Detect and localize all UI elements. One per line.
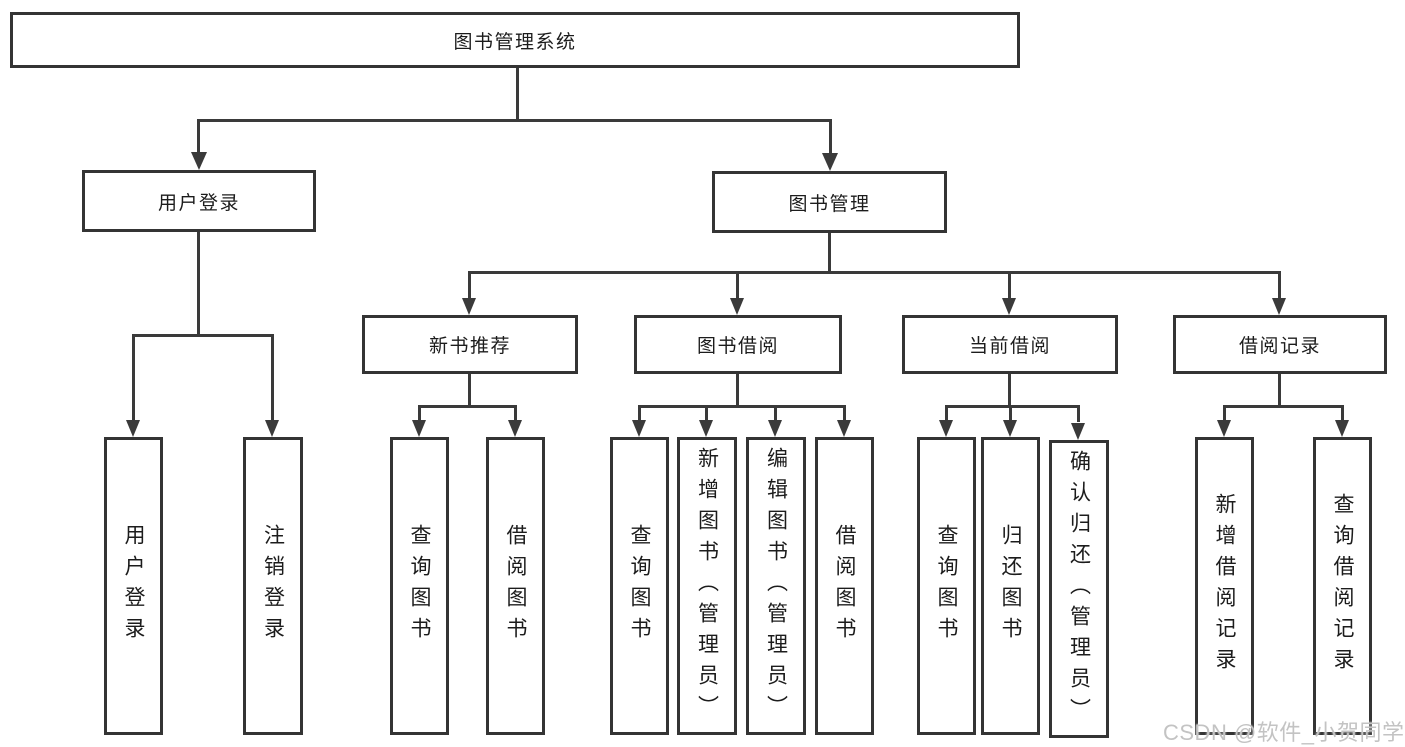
- arrowhead-down-icon: [265, 420, 279, 437]
- connector-line: [516, 68, 519, 121]
- leaf-user-login: 用户登录: [104, 437, 163, 735]
- node-root: 图书管理系统: [10, 12, 1020, 68]
- leaf-current-confirm-return-admin-label: 确认归还（管理员）: [1067, 449, 1091, 729]
- node-user-login-label: 用户登录: [157, 192, 240, 214]
- leaf-borrow-query-books-label: 查询图书: [628, 524, 651, 648]
- connector-line: [736, 374, 739, 408]
- arrowhead-down-icon: [126, 420, 140, 437]
- connector-line: [829, 119, 832, 155]
- node-user-login: 用户登录: [82, 170, 316, 232]
- connector-line: [736, 271, 739, 299]
- connector-line: [705, 405, 708, 422]
- connector-line: [468, 374, 471, 408]
- arrowhead-down-icon: [462, 298, 476, 315]
- leaf-current-confirm-return-admin: 确认归还（管理员）: [1049, 440, 1109, 738]
- node-root-label: 图书管理系统: [453, 31, 577, 53]
- leaf-records-query-record: 查询借阅记录: [1313, 437, 1372, 735]
- arrowhead-down-icon: [632, 420, 646, 437]
- leaf-current-return-books: 归还图书: [981, 437, 1040, 735]
- node-book-management-label: 图书管理: [788, 193, 871, 215]
- leaf-logout: 注销登录: [243, 437, 303, 735]
- node-current-borrow: 当前借阅: [902, 315, 1118, 374]
- leaf-records-query-record-label: 查询借阅记录: [1331, 493, 1354, 679]
- connector-line: [828, 233, 831, 274]
- leaf-borrow-add-books-admin: 新增图书（管理员）: [677, 437, 737, 735]
- connector-line: [514, 405, 517, 422]
- arrowhead-down-icon: [1335, 420, 1349, 437]
- arrowhead-down-icon: [412, 420, 426, 437]
- connector-line: [1008, 271, 1011, 299]
- arrowhead-down-icon: [191, 152, 207, 170]
- connector-line: [132, 334, 274, 337]
- leaf-current-query-books: 查询图书: [917, 437, 976, 735]
- leaf-recommend-borrow-books-label: 借阅图书: [504, 524, 527, 648]
- connector-line: [843, 405, 846, 422]
- node-book-borrow: 图书借阅: [634, 315, 842, 374]
- connector-line: [132, 334, 135, 422]
- leaf-borrow-borrow-books: 借阅图书: [815, 437, 874, 735]
- arrowhead-down-icon: [1003, 420, 1017, 437]
- connector-line: [197, 119, 832, 122]
- arrowhead-down-icon: [699, 420, 713, 437]
- leaf-logout-label: 注销登录: [261, 524, 285, 648]
- connector-line: [468, 271, 471, 299]
- connector-line: [1278, 374, 1281, 408]
- arrowhead-down-icon: [822, 153, 838, 171]
- leaf-records-add-record-label: 新增借阅记录: [1213, 493, 1236, 679]
- leaf-borrow-borrow-books-label: 借阅图书: [833, 524, 856, 648]
- arrowhead-down-icon: [1071, 423, 1085, 440]
- connector-line: [1077, 405, 1080, 422]
- leaf-recommend-query-books-label: 查询图书: [408, 524, 431, 648]
- arrowhead-down-icon: [939, 420, 953, 437]
- connector-line: [638, 405, 846, 408]
- leaf-borrow-query-books: 查询图书: [610, 437, 669, 735]
- leaf-borrow-add-books-admin-label: 新增图书（管理员）: [695, 446, 719, 726]
- connector-line: [638, 405, 641, 422]
- arrowhead-down-icon: [1217, 420, 1231, 437]
- leaf-records-add-record: 新增借阅记录: [1195, 437, 1254, 735]
- leaf-recommend-query-books: 查询图书: [390, 437, 449, 735]
- connector-line: [418, 405, 421, 422]
- connector-line: [197, 119, 200, 155]
- connector-line: [1008, 374, 1011, 408]
- leaf-user-login-label: 用户登录: [122, 524, 145, 648]
- connector-line: [945, 405, 948, 422]
- leaf-borrow-edit-books-admin: 编辑图书（管理员）: [746, 437, 806, 735]
- connector-line: [1341, 405, 1344, 422]
- node-book-borrow-label: 图书借阅: [696, 336, 779, 357]
- arrowhead-down-icon: [508, 420, 522, 437]
- node-new-book-recommend-label: 新书推荐: [428, 336, 511, 357]
- leaf-recommend-borrow-books: 借阅图书: [486, 437, 545, 735]
- arrowhead-down-icon: [837, 420, 851, 437]
- arrowhead-down-icon: [1002, 298, 1016, 315]
- connector-line: [1278, 271, 1281, 299]
- node-new-book-recommend: 新书推荐: [362, 315, 578, 374]
- connector-line: [1223, 405, 1226, 422]
- connector-line: [774, 405, 777, 422]
- node-borrow-records-label: 借阅记录: [1238, 336, 1321, 357]
- leaf-current-return-books-label: 归还图书: [999, 524, 1022, 648]
- node-borrow-records: 借阅记录: [1173, 315, 1387, 374]
- connector-line: [1009, 405, 1012, 422]
- connector-line: [418, 405, 517, 408]
- arrowhead-down-icon: [1272, 298, 1286, 315]
- connector-line: [1223, 405, 1344, 408]
- leaf-current-query-books-label: 查询图书: [935, 524, 958, 648]
- node-current-borrow-label: 当前借阅: [968, 336, 1051, 357]
- connector-line: [271, 334, 274, 422]
- leaf-borrow-edit-books-admin-label: 编辑图书（管理员）: [764, 446, 788, 726]
- node-book-management: 图书管理: [712, 171, 947, 233]
- connector-line: [468, 271, 1281, 274]
- connector-line: [945, 405, 1080, 408]
- connector-line: [197, 232, 200, 337]
- arrowhead-down-icon: [730, 298, 744, 315]
- arrowhead-down-icon: [768, 420, 782, 437]
